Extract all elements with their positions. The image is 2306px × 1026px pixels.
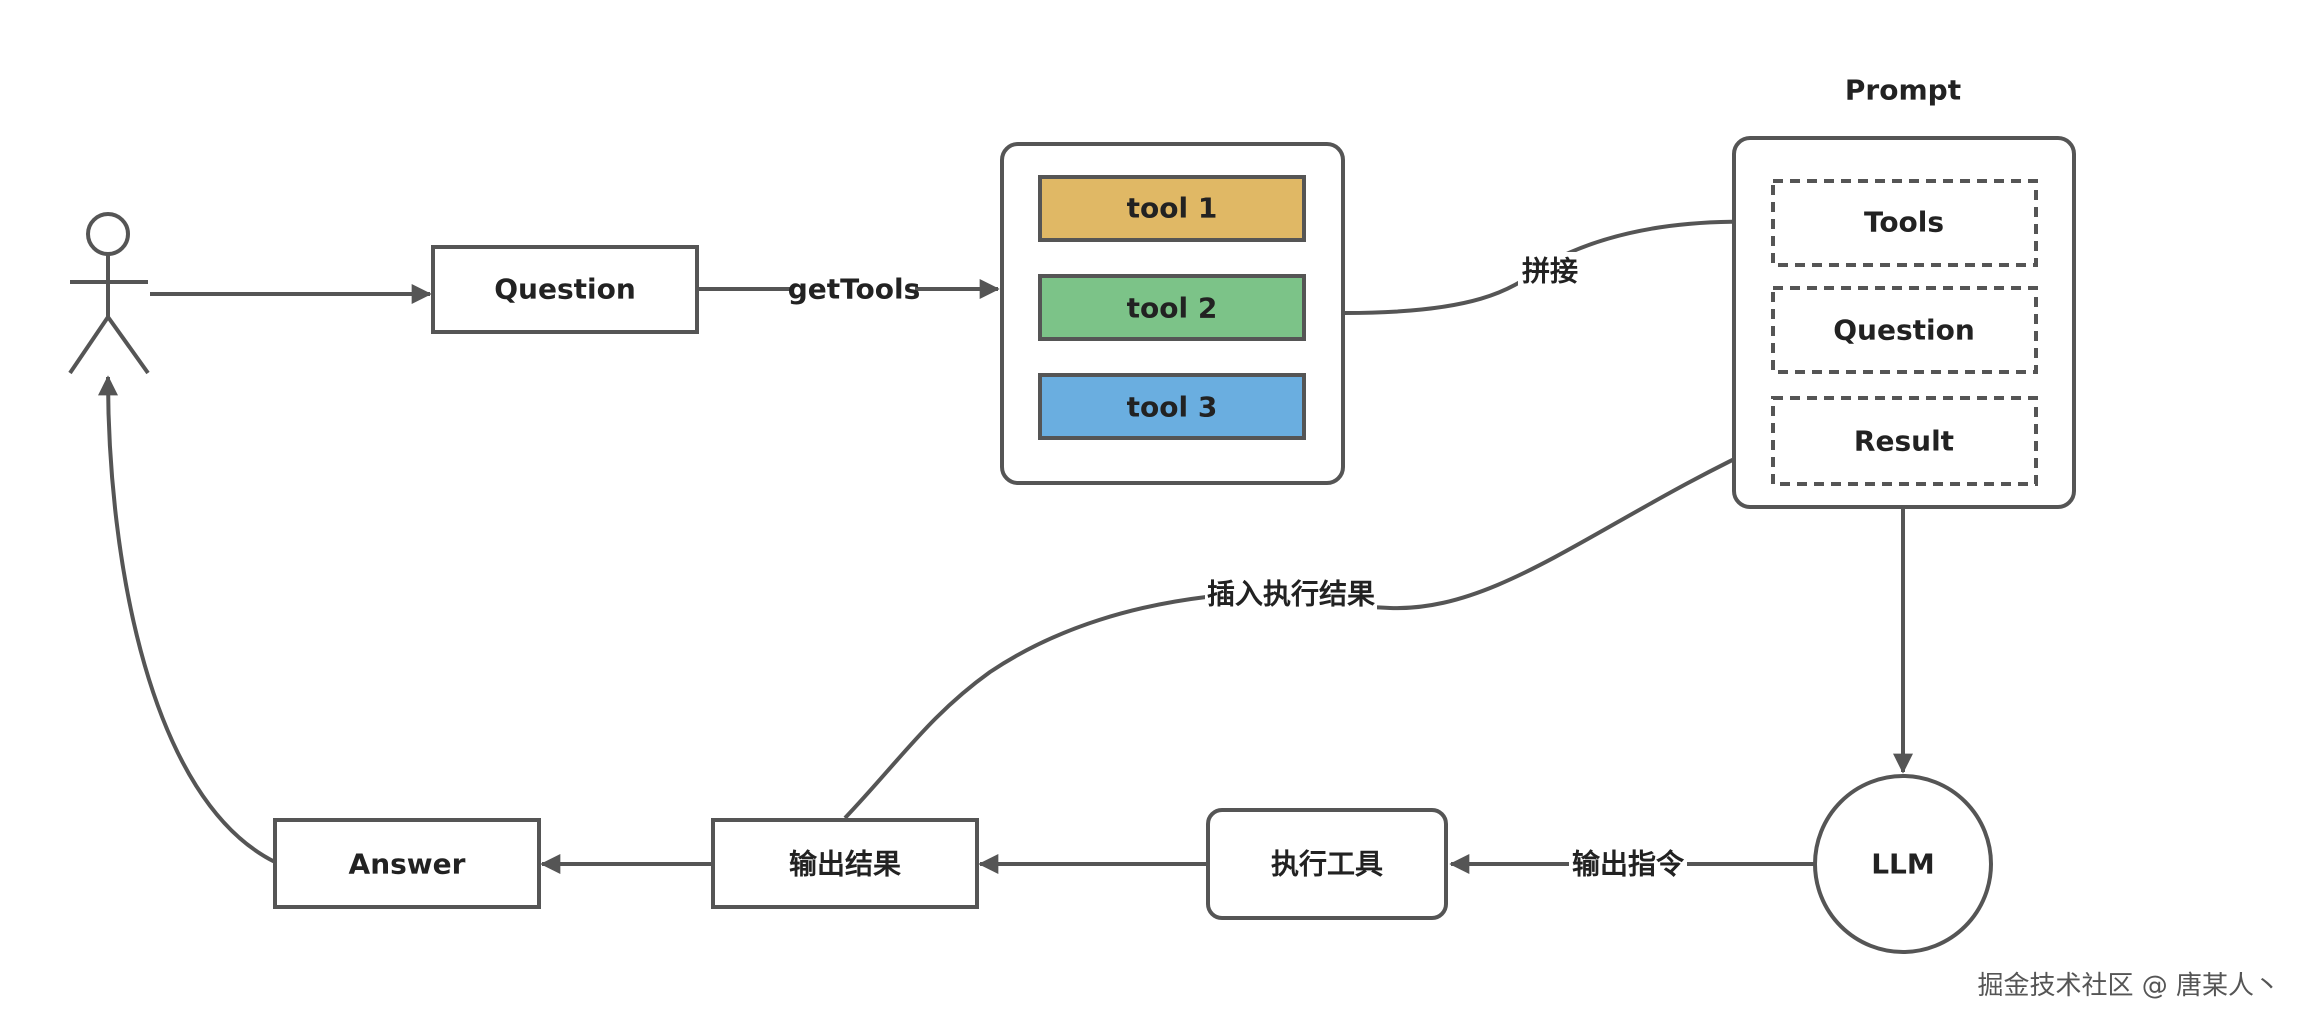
answer-node-label: Answer xyxy=(349,848,466,881)
user-stick-figure-icon xyxy=(68,212,150,375)
tool-3-box xyxy=(1038,373,1306,440)
output-result-node-label: 输出结果 xyxy=(789,848,901,881)
edge-answer-to-user xyxy=(98,375,276,864)
watermark: 掘金技术社区 @ 唐某人丶 xyxy=(1977,971,2280,1001)
edge-label-insert-result: 插入执行结果 xyxy=(1205,575,1377,615)
tool-1-box xyxy=(1038,175,1306,242)
answer-node: Answer xyxy=(273,818,541,909)
llm-node: LLM xyxy=(1813,774,1993,954)
execute-tool-node: 执行工具 xyxy=(1206,808,1448,920)
tool-3-label: tool 3 xyxy=(1127,391,1218,424)
edge-label-concat-text: 拼接 xyxy=(1522,255,1578,288)
tool-2-label: tool 2 xyxy=(1127,292,1218,325)
execute-tool-node-label: 执行工具 xyxy=(1271,848,1383,881)
edge-label-insert-result-text: 插入执行结果 xyxy=(1207,578,1375,611)
edge-insert-result xyxy=(843,440,1772,820)
tool-2-box xyxy=(1038,274,1306,341)
llm-node-label: LLM xyxy=(1871,848,1935,881)
tool-1-label: tool 1 xyxy=(1127,192,1218,225)
prompt-slot-question-label: Question xyxy=(1833,314,1975,347)
prompt-container: Prompt Tools Question Result xyxy=(1732,74,2076,509)
edge-label-output-instruction: 输出指令 xyxy=(1569,845,1687,883)
prompt-slot-result xyxy=(1771,396,2038,486)
edge-label-concat: 拼接 xyxy=(1518,252,1582,290)
edge-label-get-tools: getTools xyxy=(788,270,921,308)
prompt-slot-tools xyxy=(1771,179,2038,267)
tools-container: tool 1 tool 2 tool 3 xyxy=(1000,142,1345,485)
output-result-node: 输出结果 xyxy=(711,818,979,909)
edge-label-output-instruction-text: 输出指令 xyxy=(1572,848,1685,881)
prompt-slot-tools-label: Tools xyxy=(1864,206,1944,239)
question-node: Question xyxy=(431,245,699,334)
edge-label-get-tools-text: getTools xyxy=(788,273,921,306)
prompt-slot-question xyxy=(1771,286,2038,374)
question-node-label: Question xyxy=(494,273,636,306)
prompt-slot-result-label: Result xyxy=(1854,425,1954,458)
prompt-title: Prompt xyxy=(1845,74,1961,107)
